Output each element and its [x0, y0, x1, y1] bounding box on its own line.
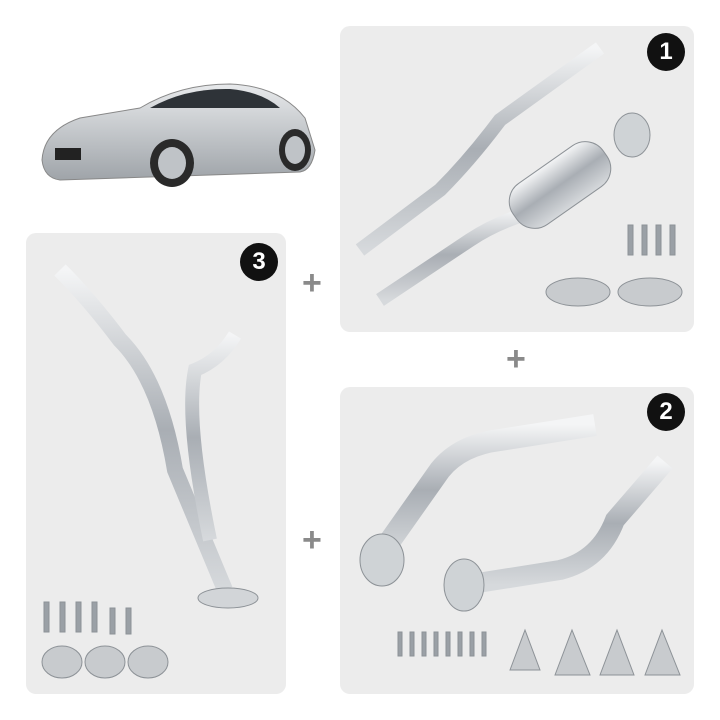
panel-kit-3: [26, 233, 286, 694]
kit-2-number-badge: 2: [647, 393, 685, 431]
plus-sign: +: [302, 521, 322, 559]
car-image: [41, 83, 316, 187]
plus-sign: +: [302, 264, 322, 302]
plus-sign: +: [506, 340, 526, 378]
kit-1-parts: [355, 42, 683, 307]
kit-3-parts: [41, 264, 259, 679]
kit-3-number-badge: 3: [240, 243, 278, 281]
kit-1-number-badge: 1: [647, 33, 685, 71]
kit-2-parts: [359, 414, 681, 676]
